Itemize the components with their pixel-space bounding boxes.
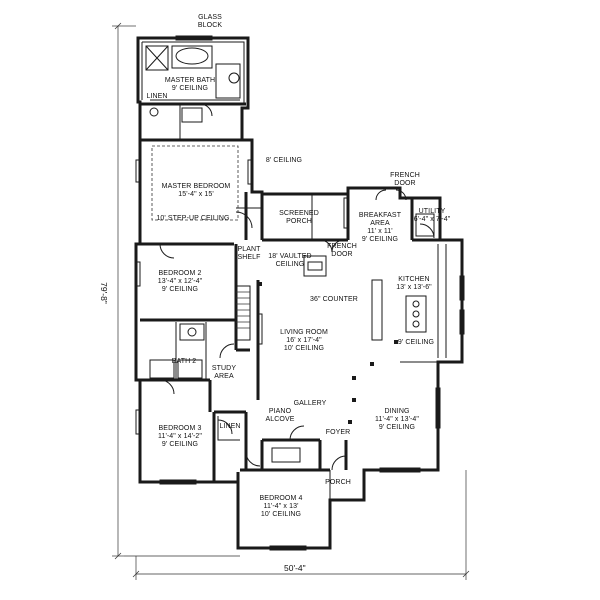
breakfast-area-label: BREAKFAST AREA 11' x 11' 9' CEILING bbox=[358, 212, 402, 243]
bedroom-4-label: BEDROOM 4 11'-4" x 13' 10' CEILING bbox=[259, 495, 303, 518]
master-bedroom-label: MASTER BEDROOM 15'-4" x 15' bbox=[161, 183, 231, 198]
plant-shelf-label: PLANT SHELF bbox=[237, 246, 261, 261]
vaulted-ceiling-label: 18' VAULTED CEILING bbox=[268, 253, 312, 268]
study-area-label: STUDY AREA bbox=[211, 365, 237, 380]
linen-top-label: LINEN bbox=[146, 93, 168, 100]
fixtures bbox=[145, 45, 447, 463]
french-door-top-label: FRENCH DOOR bbox=[390, 172, 420, 187]
eight-ceiling-label: 8' CEILING bbox=[265, 157, 303, 164]
columns bbox=[258, 282, 398, 424]
gallery-label: GALLERY bbox=[293, 400, 327, 407]
bath-2-label: BATH 2 bbox=[171, 358, 197, 365]
step-up-ceiling-outline bbox=[151, 145, 239, 221]
depth-dimension: 79'-8" bbox=[98, 280, 109, 306]
bedroom-3-label: BEDROOM 3 11'-4" x 14'-2" 9' CEILING bbox=[157, 425, 203, 448]
screened-porch-label: SCREENED PORCH bbox=[279, 210, 319, 225]
foyer-label: FOYER bbox=[325, 429, 351, 436]
step-up-ceiling-label: 10' STEP-UP CEILING bbox=[156, 215, 230, 222]
windows bbox=[135, 35, 465, 551]
dimension-lines bbox=[112, 22, 470, 580]
kitchen-ceiling-label: 9' CEILING bbox=[397, 339, 435, 346]
bedroom-2-label: BEDROOM 2 13'-4" x 12'-4" 9' CEILING bbox=[157, 270, 203, 293]
living-room-label: LIVING ROOM 16' x 17'-4" 10' CEILING bbox=[280, 329, 328, 352]
dining-label: DINING 11'-4" x 13'-4" 9' CEILING bbox=[374, 408, 420, 431]
glass-block-label: GLASS BLOCK bbox=[197, 14, 223, 29]
porch-label: PORCH bbox=[325, 479, 351, 486]
kitchen-label: KITCHEN 13' x 13'-6" bbox=[396, 276, 432, 291]
linen-mid-label: LINEN bbox=[219, 423, 241, 430]
master-bath-label: MASTER BATH 9' CEILING bbox=[164, 77, 216, 92]
piano-alcove-label: PIANO ALCOVE bbox=[265, 408, 295, 423]
doors bbox=[159, 103, 435, 471]
width-dimension: 50'-4" bbox=[282, 563, 308, 573]
french-door-mid-label: FRENCH DOOR bbox=[327, 243, 357, 258]
counter-label: 36" COUNTER bbox=[310, 296, 358, 303]
utility-label: UTILITY 6'-4" x 7'-4" bbox=[413, 208, 451, 223]
